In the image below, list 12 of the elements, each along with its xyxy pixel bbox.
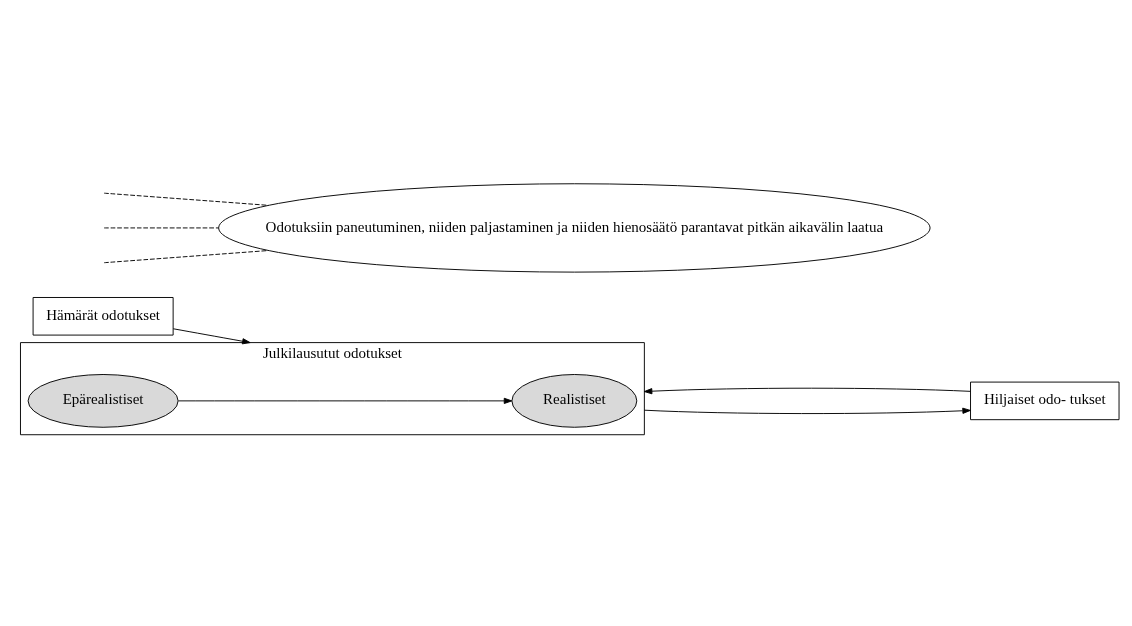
arrow [643,407,971,415]
connector [103,192,269,206]
node-box: Hiljaiset odo- tukset [970,381,1120,421]
connector [103,250,269,264]
arrow [177,397,513,404]
arrow [643,387,971,395]
arrow [172,328,251,345]
node-ellipse: Realistiset [511,374,638,428]
connector [103,227,220,229]
node-box: Hämärät odotukset [32,297,174,336]
node-ellipse: Epärealistiset [27,374,179,428]
node-ellipse: Odotuksiin paneutuminen, niiden paljastaminen ja niiden hienosäätö parantavat pitkän aikavälin laatua [218,183,931,273]
